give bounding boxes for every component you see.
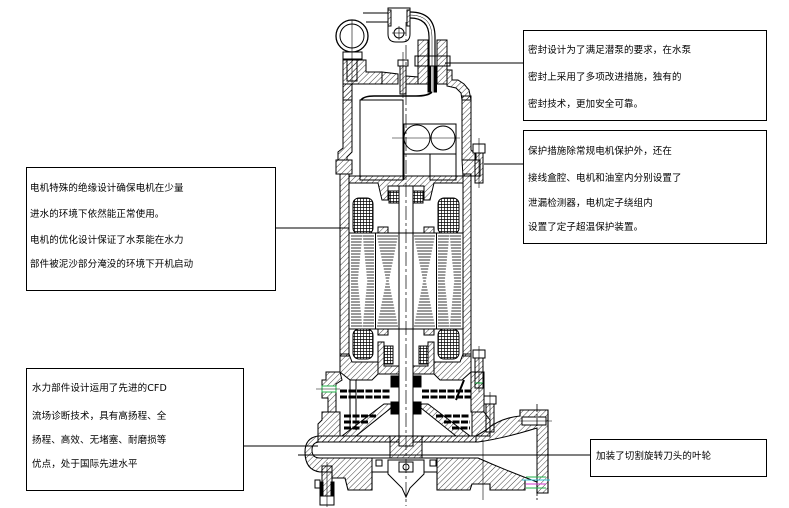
annotation-cutter-impeller: 加装了切割旋转刀头的叶轮 [590,439,767,477]
annotation-hydraulic-design: 水力部件设计运用了先进的CFD 流场诊断技术，具有高扬程、全 扬程、高效、无堵塞… [26,368,244,491]
capacitor [359,99,404,181]
lifting-eye-nut [342,51,363,60]
lower-winding-left [352,328,374,360]
power-cable-outer [409,11,436,92]
flange-left [335,159,353,175]
rotor-ring-lower-right [423,328,435,336]
slanted-screw [455,379,465,401]
volute-bolt-washer [314,479,321,489]
annotation-line: 加装了切割旋转刀头的叶轮 [596,451,712,462]
upper-winding-left [352,197,374,235]
cable-gland [414,39,451,93]
upper-bearing-right [412,190,424,204]
power-cable-inner [409,17,430,92]
lower-bearing-right [418,345,429,365]
annotation-line: 优点，处于国际先进水平 [32,459,138,470]
cable-gland-nut [414,55,451,67]
impeller-shroud-right [414,403,472,437]
impeller-zone [317,392,497,438]
top-cover-right-shoulder [446,69,472,101]
annotation-line: 水力部件设计运用了先进的CFD [32,383,167,394]
upper-bearing-left [388,190,400,204]
mech-seal-upper-right [413,375,422,388]
annotation-line: 泄漏检测器，电机定子绕组内 [528,198,653,209]
annotation-protection-measures: 保护措施除常规电机保护外，还在 接线盒腔、电机和油室内分别设置了 泄漏检测器，电… [523,130,767,244]
rotor-ring-upper-right [423,226,435,234]
cutter-block-right [429,459,437,467]
motor-top-flange [335,138,486,188]
oil-chamber-right-wall [470,371,485,413]
annotation-line: 扬程、高效、无堵塞、耐磨损等 [32,435,167,446]
stator-rotor-laminations [351,235,461,327]
cutter-block-left [375,459,383,467]
annotation-motor-insulation: 电机特殊的绝缘设计确保电机在少量 进水的环境下依然能正常使用。 电机的优化设计保… [26,167,276,291]
junction-box-left-wall [337,83,353,161]
lower-winding-right [437,328,460,360]
rotor-ring-lower-left [377,328,389,336]
cable-seal-strip-left [427,65,431,93]
volute-bolt [314,462,335,507]
leader-lines [243,62,590,456]
cable-connector [363,7,411,43]
motor-housing-left-wall [339,173,350,357]
annotation-seal-design: 密封设计为了满足潜泵的要求，在水泵 密封上采用了多项改进措施，独有的 密封技术，… [523,30,767,121]
rotor-ring-upper-left [377,226,389,234]
cable-gland-right [436,39,448,85]
annotation-line: 接线盒腔、电机和油室内分别设置了 [528,173,682,184]
top-cover-plate-mid [405,75,419,85]
motor-housing-right-wall [462,173,472,357]
upper-winding-right [437,197,460,235]
annotation-line: 电机特殊的绝缘设计确保电机在少量 [30,183,184,194]
annotation-line: 进水的环境下依然能正常使用。 [30,209,165,220]
annotation-line: 保护措施除常规电机保护外，还在 [528,146,673,157]
power-cable [409,11,436,92]
annotation-line: 流场诊断技术，具有高扬程、全 [32,411,167,422]
volute-bolt-side-right [330,481,335,497]
pump-volute [304,404,552,500]
mech-seal-upper-left [390,375,399,388]
upper-end-shield [348,175,464,201]
power-cable-core [409,14,433,92]
clevis-left-strip [387,9,392,27]
annotation-line: 部件被泥沙部分淹没的环境下开机启动 [30,259,194,270]
internal-cable [360,91,433,101]
cable-clevis [387,7,411,43]
junction-box-internals [359,91,460,181]
annotation-line: 密封技术，更加安全可靠。 [528,99,644,110]
cable-seal-strip-right [433,65,437,93]
annotation-line: 电机的优化设计保证了水泵能在水力 [30,235,184,246]
top-cover-plate-left [381,71,399,85]
lower-bearing-left [383,345,394,365]
clevis-right-strip [406,9,411,27]
annotation-line: 设置了定子超温保护装置。 [528,222,644,233]
cable-gland-left [417,39,429,85]
annotation-line: 密封上采用了多项改进措施，独有的 [528,72,682,83]
pump-casing-left [317,411,341,437]
annotation-line: 密封设计为了满足潜泵的要求，在水泵 [528,45,692,56]
